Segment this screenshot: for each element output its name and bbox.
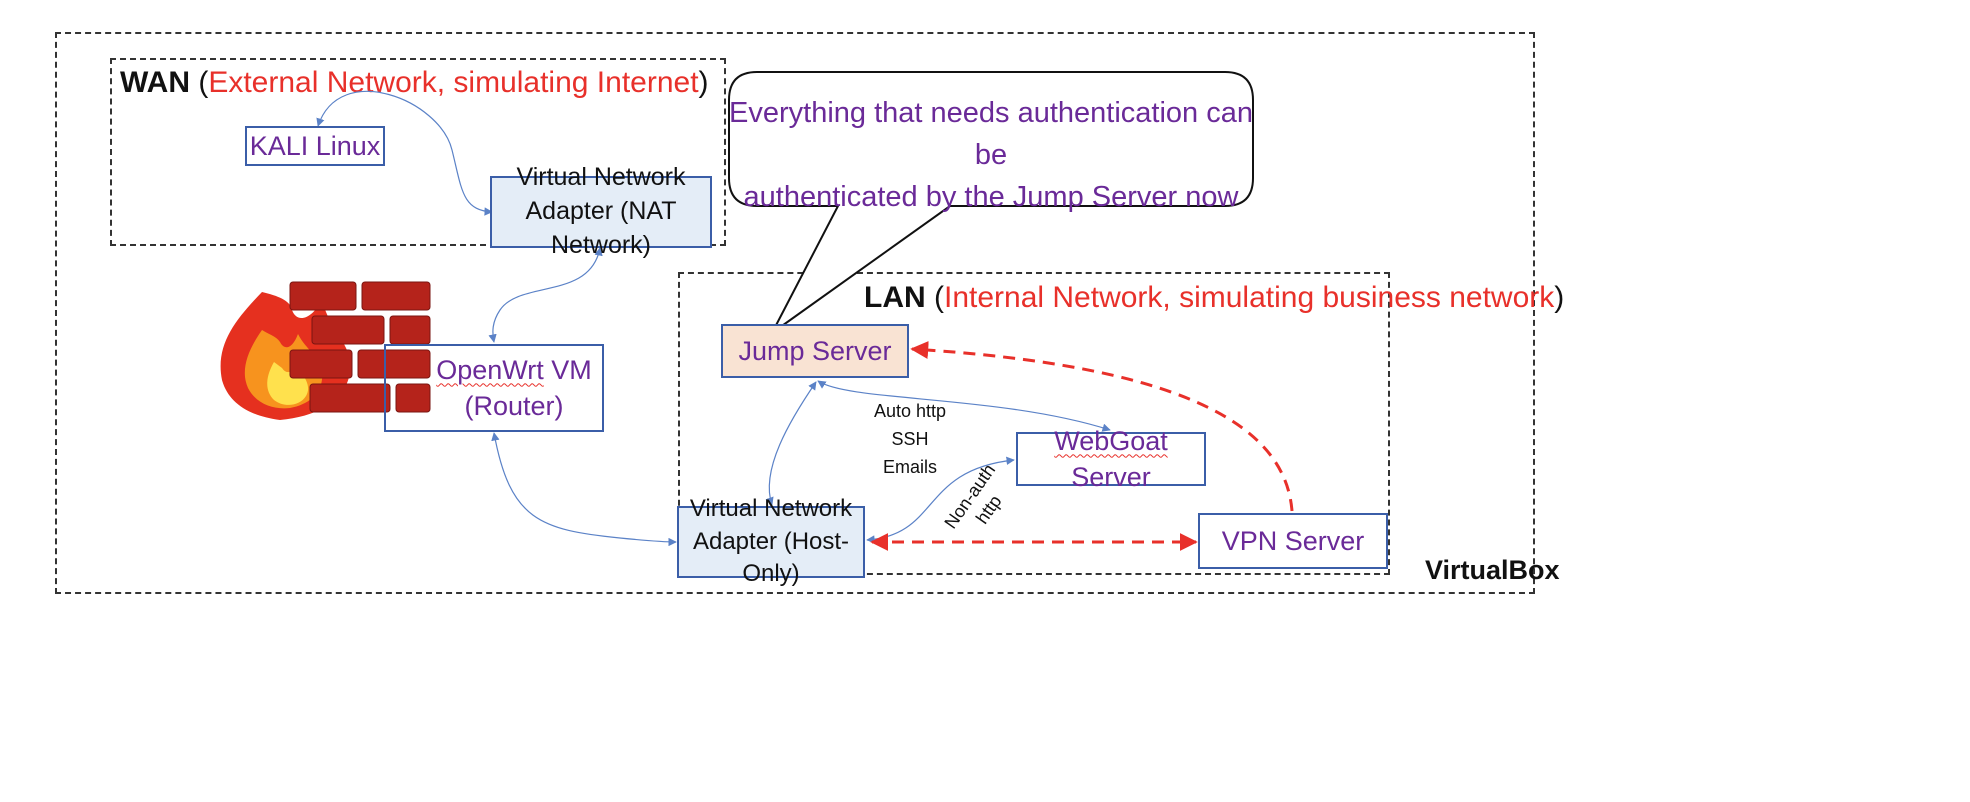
nat-adapter-line-1: Virtual Network bbox=[516, 163, 686, 192]
vpn-server-label: VPN Server bbox=[1221, 525, 1365, 556]
edge-label-jump-webgoat: Auto http SSH Emails bbox=[870, 398, 950, 482]
wan-title: WAN (External Network, simulating Intern… bbox=[120, 66, 709, 100]
webgoat-suffix: Server bbox=[1071, 462, 1151, 492]
wan-frame bbox=[110, 58, 726, 246]
lan-frame bbox=[678, 272, 1390, 575]
lan-paren-open: ( bbox=[925, 281, 944, 314]
openwrt-suffix: VM bbox=[543, 354, 592, 385]
lan-subtitle: Internal Network, simulating business ne… bbox=[943, 281, 1555, 314]
jump-server-label: Jump Server bbox=[738, 335, 892, 366]
kali-linux-node[interactable]: KALI Linux bbox=[245, 126, 385, 166]
firewall-icon bbox=[220, 281, 431, 420]
edge-label-auto-http: Auto http bbox=[873, 401, 947, 421]
hostonly-line-2: Adapter (Host-Only) bbox=[692, 527, 850, 588]
nat-adapter-node[interactable]: Virtual Network Adapter (NAT Network) bbox=[490, 163, 712, 259]
edge-label-emails: Emails bbox=[882, 456, 937, 477]
webgoat-name: WebGoat bbox=[1054, 425, 1168, 456]
nat-adapter-line-2: Adapter (NAT Network) bbox=[525, 197, 677, 259]
hostonly-adapter-node[interactable]: Virtual Network Adapter (Host-Only) bbox=[677, 495, 865, 587]
edge-label-ssh: SSH bbox=[891, 428, 929, 449]
jump-server-node[interactable]: Jump Server bbox=[721, 324, 909, 378]
callout-text: Everything that needs authentication can… bbox=[729, 92, 1253, 218]
hostonly-line-1: Virtual Network bbox=[689, 495, 853, 523]
vpn-server-node[interactable]: VPN Server bbox=[1198, 513, 1388, 569]
edge-nat-openwrt bbox=[488, 247, 603, 343]
wan-paren-open: ( bbox=[190, 66, 209, 99]
wan-title-main: WAN bbox=[120, 66, 190, 99]
openwrt-line-2: (Router) bbox=[464, 391, 564, 421]
virtualbox-frame bbox=[55, 32, 1535, 594]
edge-openwrt-hostonly bbox=[491, 432, 677, 547]
openwrt-vm-node[interactable]: OpenWrt VM (Router) bbox=[384, 344, 604, 432]
wan-paren-close: ) bbox=[698, 66, 709, 99]
edge-jump-webgoat bbox=[817, 380, 1111, 432]
callout-bubble bbox=[728, 71, 1254, 334]
openwrt-line-1: OpenWrt VM bbox=[436, 352, 592, 388]
edge-kali-nat bbox=[316, 90, 493, 216]
edge-vpn-jump bbox=[910, 341, 1294, 512]
callout-line-1: Everything that needs authentication can… bbox=[729, 97, 1253, 172]
lan-title-main: LAN bbox=[864, 281, 926, 314]
edge-jump-hostonly bbox=[765, 381, 817, 506]
lan-paren-close: ) bbox=[1554, 281, 1565, 314]
virtualbox-label: VirtualBox bbox=[1425, 555, 1560, 585]
webgoat-server-node[interactable]: WebGoat Server bbox=[1016, 426, 1206, 492]
lan-title: LAN (Internal Network, simulating busine… bbox=[864, 281, 1564, 315]
wan-subtitle: External Network, simulating Internet bbox=[208, 66, 699, 99]
openwrt-name: OpenWrt bbox=[436, 354, 544, 385]
webgoat-label: WebGoat Server bbox=[1018, 423, 1204, 496]
callout-line-2: authenticated by the Jump Server now bbox=[743, 181, 1239, 214]
kali-linux-label: KALI Linux bbox=[249, 130, 381, 161]
